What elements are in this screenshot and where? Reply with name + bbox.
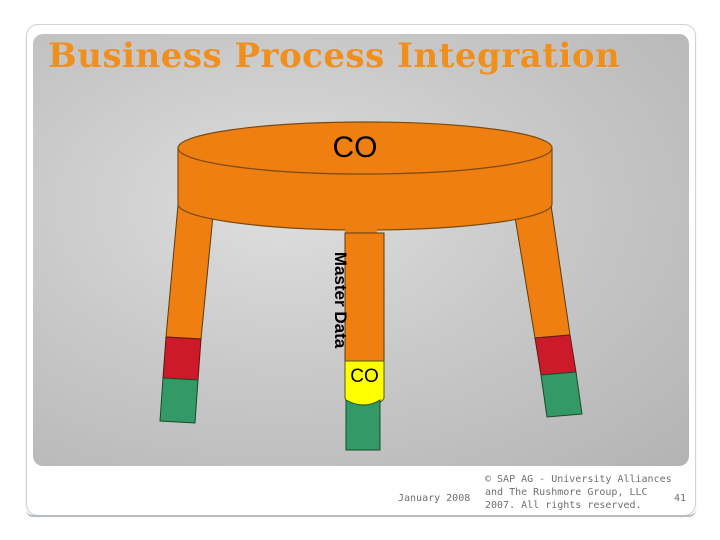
middle-leg — [344, 229, 385, 451]
middle-leg-co-label: CO — [350, 366, 379, 387]
left-leg-green — [159, 377, 199, 424]
seat-label-co: CO — [332, 131, 378, 164]
stool-seat — [177, 121, 553, 231]
master-data-segment — [344, 232, 385, 362]
right-leg-orange — [512, 204, 571, 339]
right-leg-red — [534, 334, 577, 376]
footer-copyright: © SAP AG - University Alliances and The … — [485, 473, 675, 512]
slide-title: Business Process Integration — [48, 36, 621, 76]
left-leg-orange — [165, 204, 215, 340]
middle-leg-orange — [345, 229, 377, 233]
copyright-line: 2007. All rights reserved. — [485, 500, 642, 511]
left-leg — [159, 204, 215, 424]
seat-top — [177, 121, 553, 175]
copyright-line: and The Rushmore Group, LLC — [485, 487, 648, 498]
right-leg — [512, 204, 583, 418]
middle-leg-green — [345, 399, 381, 451]
copyright-line: © SAP AG - University Alliances — [485, 474, 672, 485]
slide-bottom-rule — [26, 510, 696, 517]
footer-date: January 2008 — [398, 493, 471, 504]
master-data-label: Master Data — [331, 251, 350, 349]
right-leg-green — [540, 371, 583, 418]
left-leg-red — [162, 336, 202, 381]
page-number: 41 — [674, 493, 687, 504]
